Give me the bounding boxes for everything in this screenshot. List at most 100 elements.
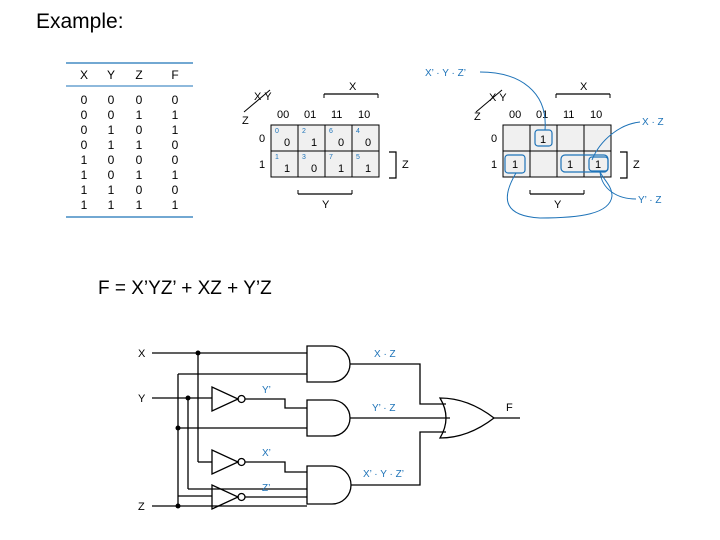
table-cell: 1 [136, 168, 143, 182]
table-cell: 1 [81, 153, 88, 167]
kmap1-minterm: 2 [302, 128, 306, 135]
table-cell: 1 [136, 138, 143, 152]
kmap2-corner-z: Z [474, 111, 481, 123]
kmap1-cell [297, 150, 326, 178]
table-cell: 1 [108, 183, 115, 197]
kmap1-minterm: 5 [356, 154, 360, 161]
table-cell: 0 [172, 153, 179, 167]
kmap1-cell [351, 124, 380, 152]
table-cell: 1 [108, 198, 115, 212]
table-header-z: Z [135, 68, 142, 82]
kmap-1: X Y Z X Y Z 00 01 11 10 0 1 [242, 81, 409, 211]
kmap1-cell [270, 124, 299, 152]
kmap1-value: 1 [284, 163, 290, 175]
junction-dot [195, 350, 201, 356]
table-cell: 0 [81, 138, 88, 152]
kmap2-cell [529, 150, 558, 178]
kmap1-col-01: 01 [304, 109, 316, 121]
kmap1-cell [324, 150, 353, 178]
slide-title: Example: [36, 10, 124, 33]
kmap2-yz-connector-left [506, 171, 613, 219]
and-gate-ynotz [306, 399, 351, 437]
kmap2-cell [502, 124, 531, 152]
table-cell: 0 [108, 93, 115, 107]
table-cell: 0 [81, 123, 88, 137]
kmap1-cell [351, 150, 380, 178]
kmap2-col-01: 01 [536, 109, 548, 121]
kmap1-value: 1 [338, 163, 344, 175]
logic-circuit: X Y Z [138, 345, 520, 513]
output-f-label: F [506, 402, 513, 414]
table-cell: 1 [172, 108, 179, 122]
kmap2-var-z: Z [633, 159, 640, 171]
wire-xnot [245, 461, 307, 473]
table-cell: 1 [172, 168, 179, 182]
boolean-formula: F = X’YZ’ + XZ + Y’Z [98, 278, 272, 299]
table-header-x: X [80, 68, 88, 82]
kmap1-minterm: 0 [275, 128, 279, 135]
table-cell: 0 [172, 138, 179, 152]
kmap2-xyz-connector [479, 71, 546, 131]
table-cell: 1 [136, 198, 143, 212]
inverter-z-symbol [211, 483, 240, 511]
table-cell: 0 [108, 168, 115, 182]
and2-output-label: Y’ · Z [372, 403, 396, 414]
kmap1-col-00: 00 [277, 109, 289, 121]
and-gate-xz [306, 345, 351, 383]
and-gate-xnotyznot [306, 465, 352, 505]
table-cell: 0 [108, 153, 115, 167]
kmap2-label-yz: Y’ · Z [638, 195, 662, 206]
table-cell: 1 [81, 183, 88, 197]
kmap2-cell [556, 124, 585, 152]
table-header-y: Y [107, 68, 115, 82]
input-y-label: Y [138, 393, 146, 405]
input-z-label: Z [138, 501, 145, 513]
table-cell: 1 [172, 198, 179, 212]
kmap2-group-xyz [534, 129, 553, 147]
kmap1-value: 0 [365, 137, 371, 149]
kmap2-value: 1 [595, 159, 601, 171]
wire-ynot [245, 398, 307, 409]
kmap1-value: 0 [311, 163, 317, 175]
kmap1-row-0: 0 [259, 133, 265, 145]
kmap2-col-11: 11 [563, 109, 574, 121]
kmap1-var-y: Y [322, 199, 330, 211]
table-cell: 0 [81, 108, 88, 122]
kmap1-value: 1 [365, 163, 371, 175]
kmap1-minterm: 1 [275, 154, 279, 161]
table-cell: 0 [136, 153, 143, 167]
kmap2-value: 1 [512, 159, 518, 171]
inverter-y-label: Y’ [262, 385, 271, 396]
kmap1-minterm: 7 [329, 154, 333, 161]
inverter-x-label: X’ [262, 448, 271, 459]
or-gate [438, 397, 496, 439]
kmap1-col-11: 11 [331, 109, 342, 121]
kmap1-minterm: 3 [302, 154, 306, 161]
kmap2-value: 1 [540, 134, 546, 146]
table-cell: 1 [108, 138, 115, 152]
kmap1-value: 0 [284, 137, 290, 149]
and1-output-label: X · Z [374, 349, 396, 360]
and3-output-label: X’ · Y · Z’ [363, 469, 404, 480]
kmap1-z-bracket [389, 151, 397, 179]
table-header-f: F [171, 68, 178, 82]
kmap-2: X Y Z X Y Z 00 01 11 10 0 1 [425, 68, 664, 219]
kmap2-yz-connector-right [599, 171, 637, 200]
inverter-y-symbol [211, 385, 240, 413]
table-cell: 1 [108, 123, 115, 137]
kmap2-xz-connector [591, 121, 641, 161]
kmap2-corner-diagonal [475, 89, 503, 113]
kmap1-var-x: X [349, 81, 357, 93]
table-cell: 1 [172, 123, 179, 137]
input-x-label: X [138, 348, 146, 360]
kmap1-minterm: 4 [356, 128, 360, 135]
kmap2-z-bracket [620, 151, 628, 179]
kmap2-col-00: 00 [509, 109, 521, 121]
kmap1-value: 0 [338, 137, 344, 149]
kmap1-cell [270, 150, 299, 178]
kmap1-corner-diagonal [243, 89, 271, 113]
junction-dot [175, 503, 181, 509]
table-cell: 1 [81, 198, 88, 212]
wire-and3-out [351, 431, 446, 486]
